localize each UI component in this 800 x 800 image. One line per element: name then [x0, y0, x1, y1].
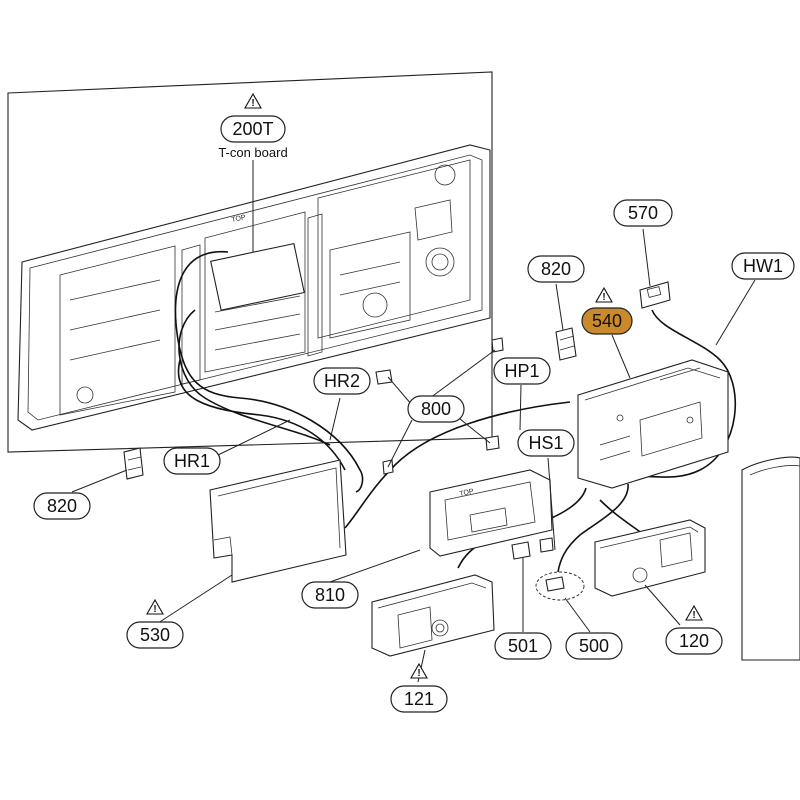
- part-820-upper-bracket[interactable]: [555, 327, 577, 361]
- svg-text:501: 501: [508, 636, 538, 656]
- warning-triangle-icon: !: [595, 286, 613, 303]
- svg-text:!: !: [692, 610, 695, 621]
- callout-HS1[interactable]: HS1: [517, 429, 575, 457]
- svg-text:800: 800: [421, 399, 451, 419]
- svg-text:820: 820: [47, 496, 77, 516]
- callout-820-upper[interactable]: 820: [527, 255, 585, 283]
- callout-HP1[interactable]: HP1: [493, 357, 551, 385]
- warning-triangle-icon: !: [410, 662, 428, 679]
- svg-text:570: 570: [628, 203, 658, 223]
- svg-text:500: 500: [579, 636, 609, 656]
- stand-side-panel: [741, 456, 800, 661]
- svg-text:!: !: [251, 98, 254, 109]
- part-121-power-supply[interactable]: [371, 574, 495, 657]
- hr1-cable: [177, 359, 346, 471]
- part-500-core[interactable]: [535, 571, 585, 601]
- rear-cover-frame: TOP: [7, 71, 493, 453]
- svg-text:HS1: HS1: [528, 433, 563, 453]
- callout-HW1[interactable]: HW1: [731, 252, 795, 280]
- callout-200T[interactable]: 200T: [220, 115, 286, 143]
- hs1-cable: [557, 483, 629, 573]
- svg-text:!: !: [602, 292, 605, 303]
- callout-501[interactable]: 501: [494, 632, 552, 660]
- svg-text:!: !: [153, 604, 156, 615]
- callout-120[interactable]: 120: [665, 627, 723, 655]
- callout-530[interactable]: 530: [126, 621, 184, 649]
- svg-text:120: 120: [679, 631, 709, 651]
- callout-HR2[interactable]: HR2: [313, 367, 371, 395]
- svg-text:HR2: HR2: [324, 371, 360, 391]
- callout-540[interactable]: 540: [581, 307, 633, 335]
- t-con-board-caption: T-con board: [218, 145, 287, 160]
- part-810-bracket[interactable]: TOP: [429, 469, 553, 557]
- svg-text:HR1: HR1: [174, 451, 210, 471]
- callout-810[interactable]: 810: [301, 581, 359, 609]
- svg-text:540: 540: [592, 311, 622, 331]
- part-120-power-supply[interactable]: [594, 519, 706, 597]
- part-501-clips[interactable]: [511, 537, 554, 560]
- svg-text:!: !: [417, 668, 420, 679]
- svg-text:121: 121: [404, 689, 434, 709]
- warning-triangle-icon: !: [244, 92, 262, 109]
- tcon-cable: [174, 251, 364, 493]
- warning-triangle-icon: !: [685, 604, 703, 621]
- svg-text:TOP: TOP: [459, 488, 475, 498]
- hw1-cable: [624, 309, 737, 481]
- part-820-lower-bracket[interactable]: [123, 447, 144, 480]
- part-540-main-board[interactable]: [577, 359, 729, 489]
- hp1-cable: [344, 401, 571, 529]
- leader-lines: [71, 160, 756, 683]
- callout-820-lower[interactable]: 820: [33, 492, 91, 520]
- svg-text:820: 820: [541, 259, 571, 279]
- svg-text:810: 810: [315, 585, 345, 605]
- callout-500[interactable]: 500: [565, 632, 623, 660]
- svg-text:HW1: HW1: [743, 256, 783, 276]
- callout-570[interactable]: 570: [613, 199, 673, 227]
- warning-triangle-icon: !: [146, 598, 164, 615]
- part-530-panel-board[interactable]: [209, 459, 347, 583]
- callout-HR1[interactable]: HR1: [163, 447, 221, 475]
- part-570-board[interactable]: [639, 281, 671, 309]
- svg-text:530: 530: [140, 625, 170, 645]
- callout-121[interactable]: 121: [390, 685, 448, 713]
- callout-800[interactable]: 800: [407, 395, 465, 423]
- svg-text:200T: 200T: [232, 119, 273, 139]
- svg-text:TOP: TOP: [231, 214, 247, 224]
- svg-text:HP1: HP1: [504, 361, 539, 381]
- rear-cable-2: [178, 309, 331, 446]
